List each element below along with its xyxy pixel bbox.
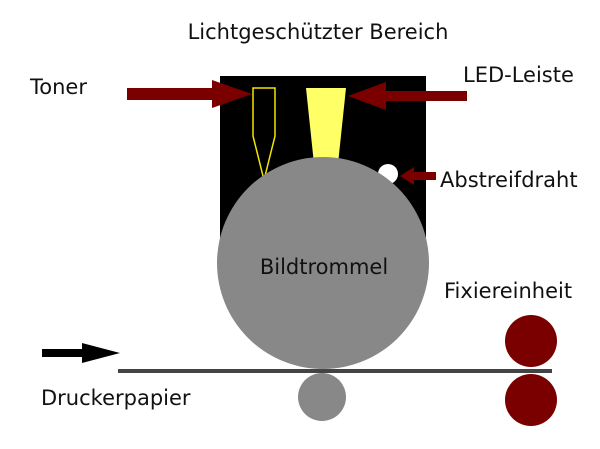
led-leiste-label: LED-Leiste bbox=[463, 63, 574, 87]
toner-cartridge bbox=[252, 87, 276, 181]
title-label: Lichtgeschützter Bereich bbox=[188, 20, 449, 44]
transfer-roller bbox=[298, 373, 346, 421]
led-arrow bbox=[348, 82, 467, 110]
paper-path bbox=[118, 369, 552, 373]
toner-label: Toner bbox=[29, 75, 87, 99]
image-drum bbox=[217, 157, 429, 369]
abstreifdraht-label: Abstreifdraht bbox=[440, 168, 578, 192]
paper-feed-arrow bbox=[42, 343, 120, 363]
fuser-roller-top bbox=[505, 315, 557, 367]
fuser-roller-bottom bbox=[505, 374, 557, 426]
fixiereinheit-label: Fixiereinheit bbox=[444, 279, 572, 303]
wire-arrow bbox=[400, 167, 436, 185]
druckerpapier-label: Druckerpapier bbox=[41, 386, 191, 410]
toner-arrow bbox=[127, 80, 252, 108]
bildtrommel-label: Bildtrommel bbox=[260, 255, 388, 279]
led-bar bbox=[306, 88, 346, 164]
